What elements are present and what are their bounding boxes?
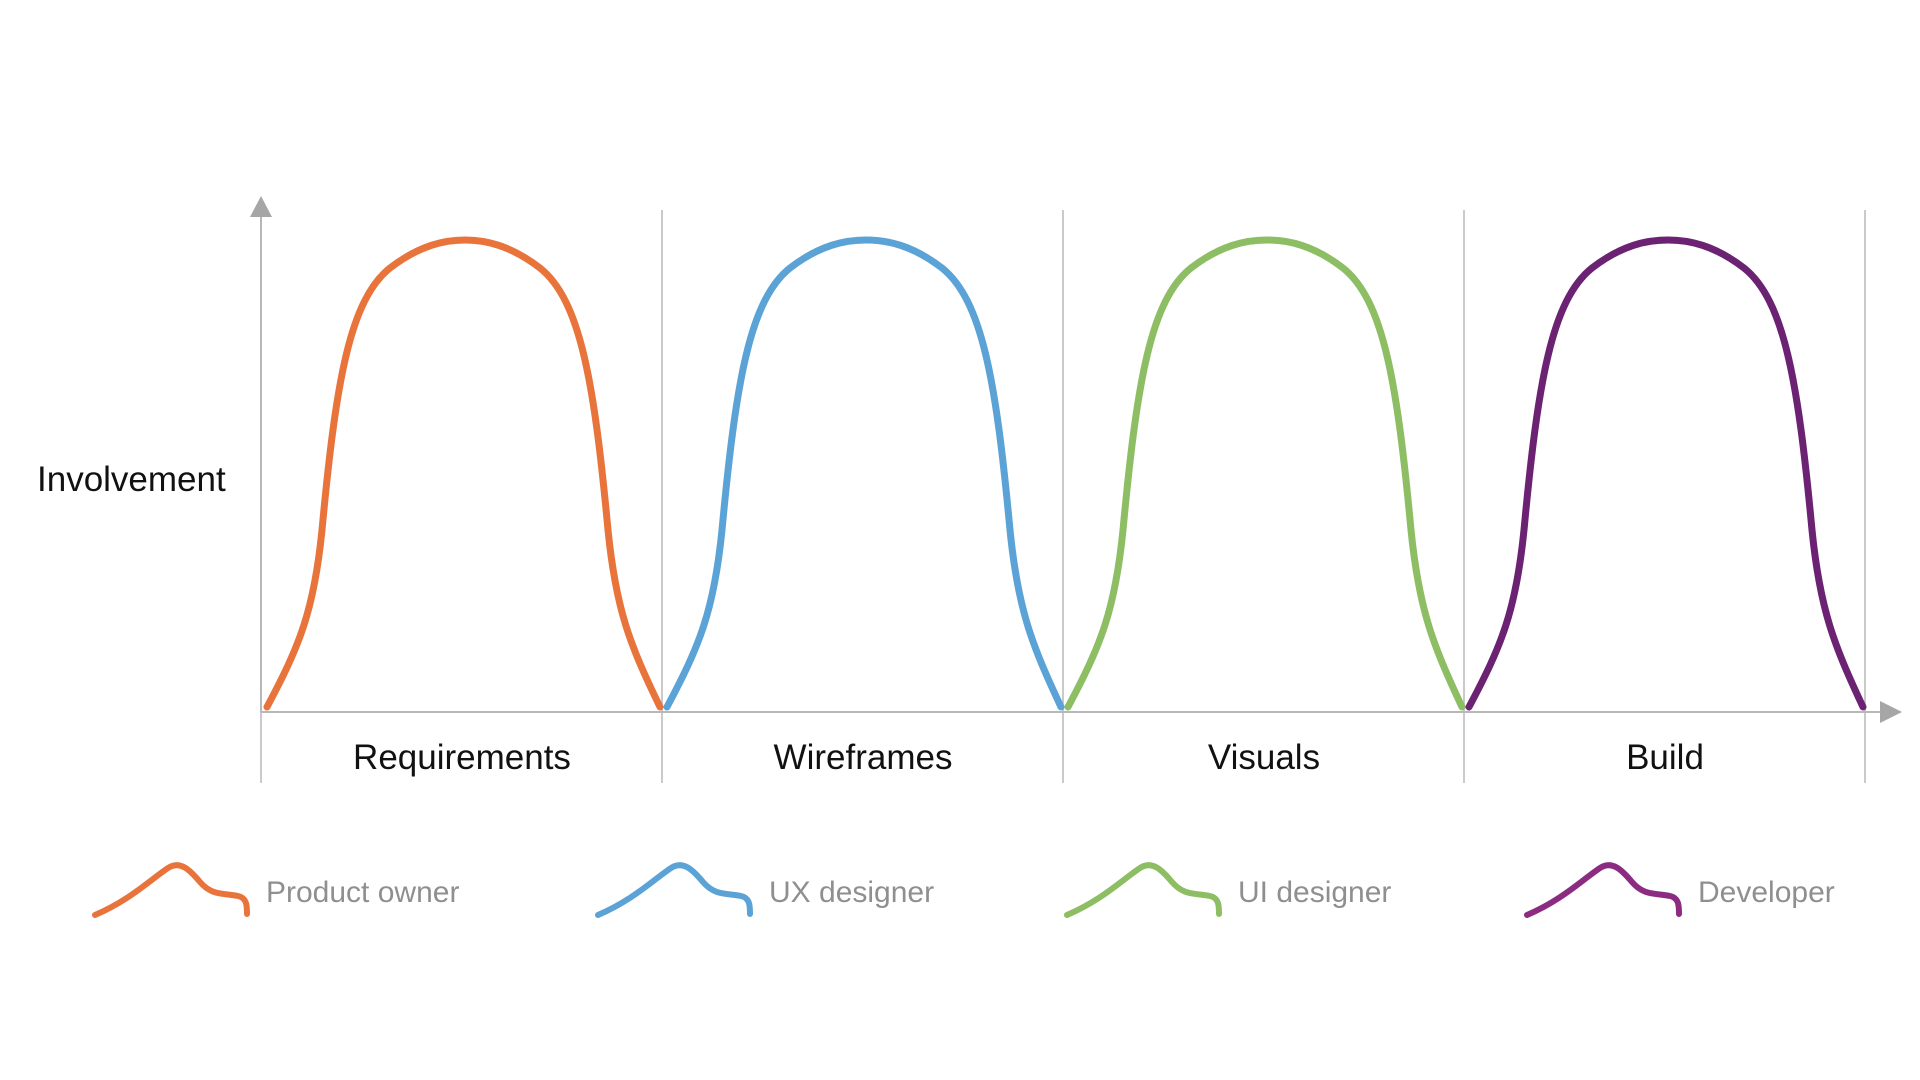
legend: Product owner UX designer UI designer De… xyxy=(92,862,1835,918)
stage-label-visuals: Visuals xyxy=(1208,738,1320,777)
legend-label: Product owner xyxy=(266,876,459,909)
stage-label-build: Build xyxy=(1626,738,1704,777)
involvement-curve-ui-designer xyxy=(1064,236,1466,711)
legend-item-ui-designer: UI designer xyxy=(1064,862,1391,918)
wave-icon xyxy=(1064,862,1222,918)
y-axis-arrow-icon xyxy=(250,196,272,217)
involvement-curve-ux-designer xyxy=(663,236,1065,711)
legend-item-ux-designer: UX designer xyxy=(595,862,934,918)
involvement-curve-product-owner xyxy=(263,236,664,711)
x-axis-arrow-icon xyxy=(1880,701,1902,723)
legend-label: UX designer xyxy=(769,876,934,909)
legend-item-developer: Developer xyxy=(1524,862,1835,918)
y-axis-label: Involvement xyxy=(37,460,226,499)
legend-label: Developer xyxy=(1698,876,1835,909)
wave-icon xyxy=(595,862,753,918)
wave-icon xyxy=(1524,862,1682,918)
involvement-curve-developer xyxy=(1465,236,1867,711)
legend-label: UI designer xyxy=(1238,876,1391,909)
wave-icon xyxy=(92,862,250,918)
legend-item-product-owner: Product owner xyxy=(92,862,459,918)
stage-label-wireframes: Wireframes xyxy=(774,738,953,777)
stage-label-requirements: Requirements xyxy=(353,738,571,777)
